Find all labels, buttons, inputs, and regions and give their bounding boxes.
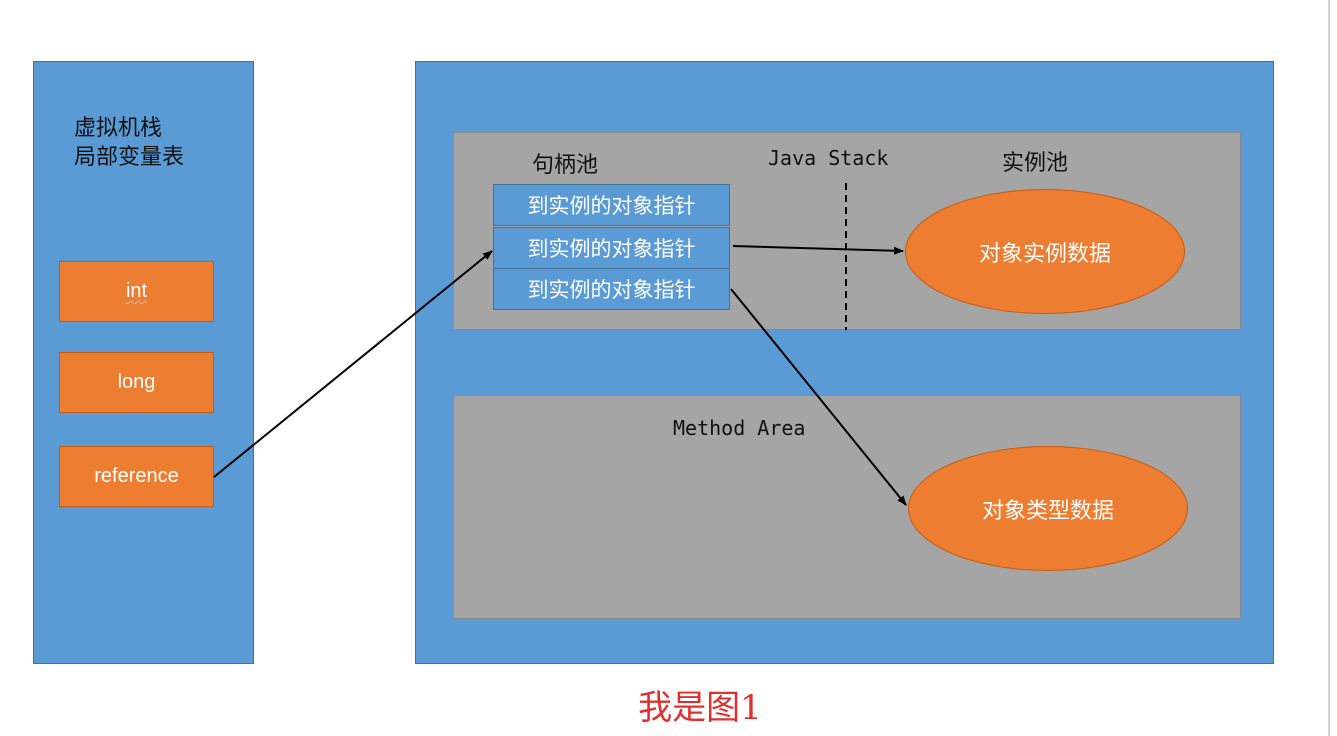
scrollbar-edge [1328, 0, 1330, 736]
local-var-reference: reference [59, 446, 214, 507]
local-var-int-label: int [125, 280, 148, 302]
vm-stack-title-line2: 局部变量表 [74, 145, 185, 170]
local-var-reference-label: reference [94, 465, 179, 487]
figure-caption: 我是图1 [638, 688, 762, 728]
instance-pool-label: 实例池 [1002, 151, 1069, 176]
vm-stack-title: 虚拟机栈 局部变量表 [74, 114, 184, 172]
method-area-label: Method Area [673, 416, 806, 440]
instance-data-ellipse: 对象实例数据 [905, 189, 1185, 314]
local-var-long: long [59, 352, 214, 413]
type-data-ellipse: 对象类型数据 [908, 446, 1188, 571]
local-var-int: int [59, 261, 214, 322]
handle-pointer-3: 到实例的对象指针 [493, 268, 730, 310]
handle-pool-label: 句柄池 [532, 153, 599, 178]
handle-pointer-1: 到实例的对象指针 [493, 184, 730, 226]
vm-stack-title-line1: 虚拟机栈 [74, 116, 163, 141]
local-var-long-label: long [117, 371, 156, 393]
java-stack-label: Java Stack [768, 146, 889, 170]
handle-pointer-2: 到实例的对象指针 [493, 227, 730, 269]
